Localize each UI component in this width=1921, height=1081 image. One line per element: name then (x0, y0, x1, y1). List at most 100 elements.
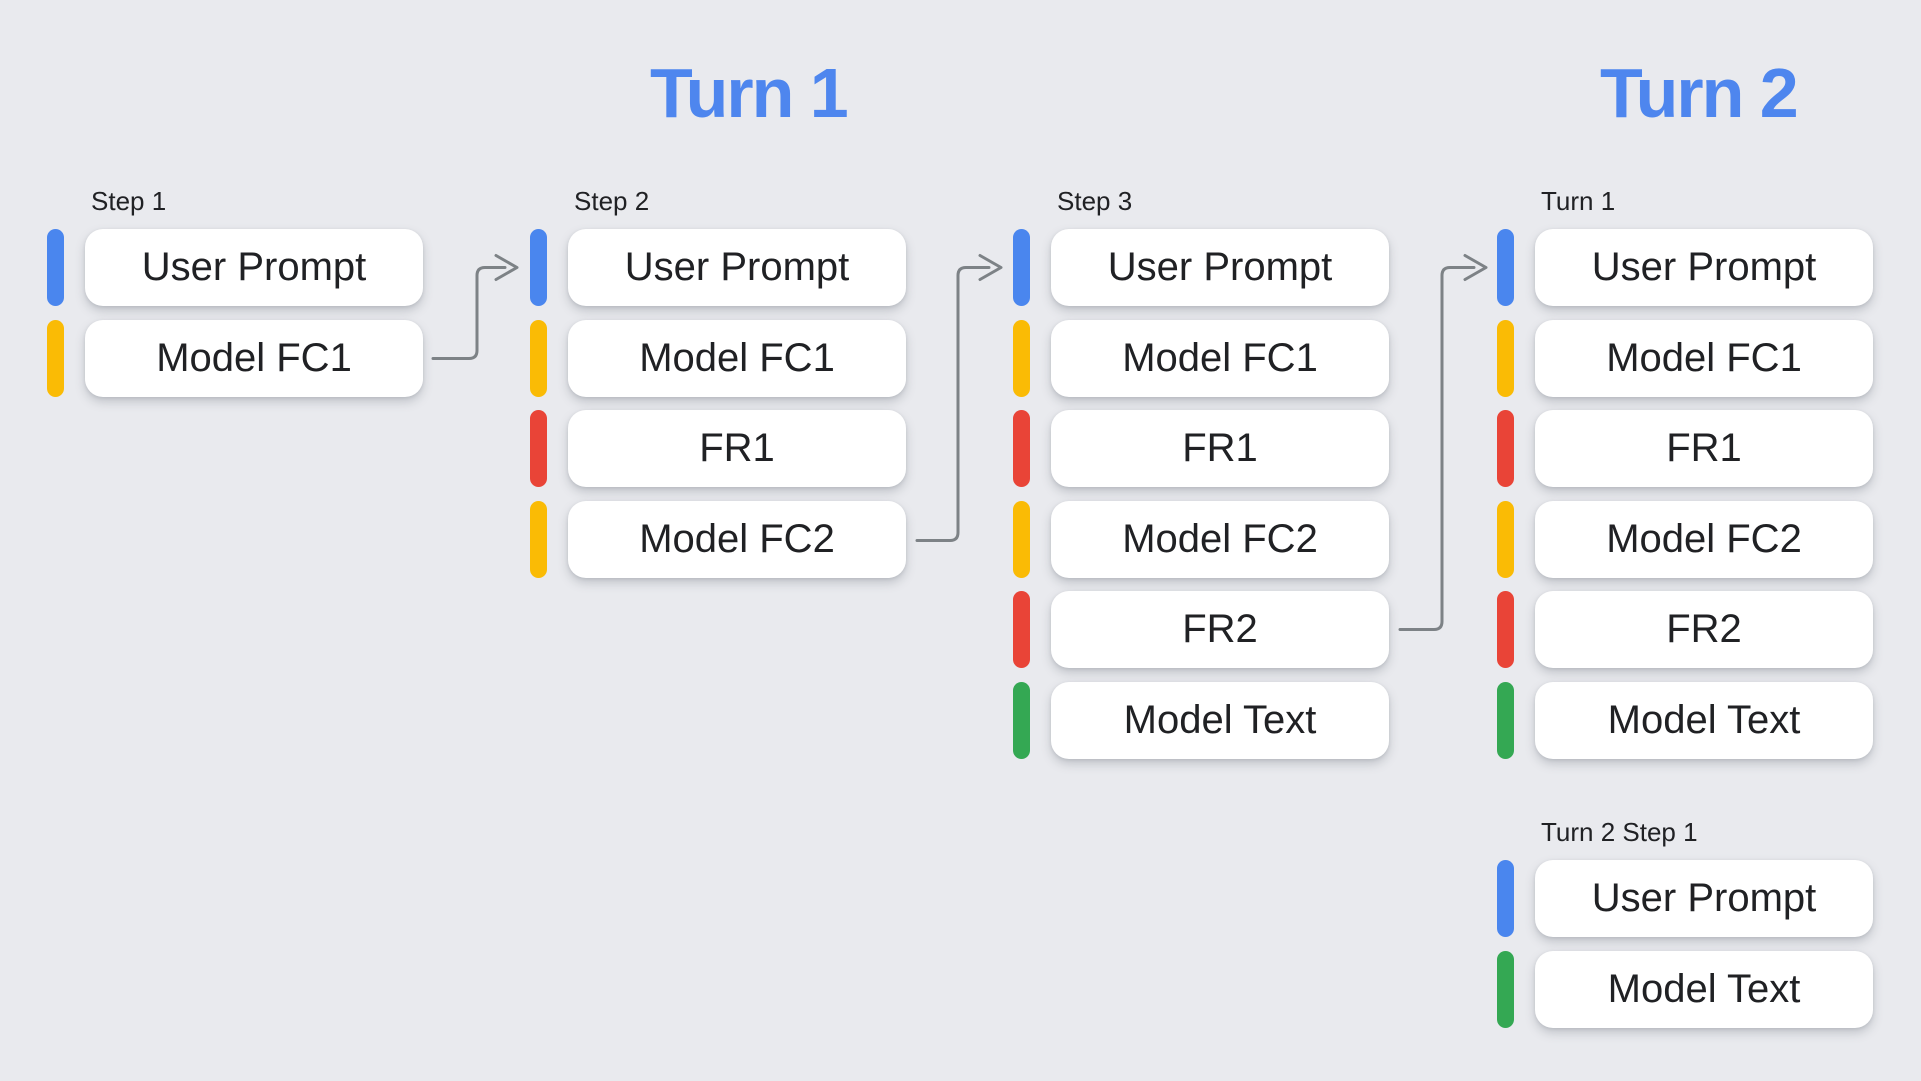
model-fc-color-bar (530, 319, 547, 397)
model-text-block: Model Text (1013, 681, 1389, 759)
model-text-label: Model Text (1123, 697, 1317, 742)
user-prompt-label: User Prompt (141, 245, 367, 289)
model-fc-color-bar (530, 500, 547, 578)
arrowhead-icon (494, 254, 519, 281)
model-fc2-label: Model FC2 (639, 516, 835, 561)
fr1-block: FR1 (530, 410, 906, 487)
model-text-box: Model Text (1051, 681, 1389, 759)
model-text-block: Model Text (1497, 950, 1873, 1028)
model-fc2-block: Model FC2 (530, 500, 906, 578)
step-1-group: Step 1 User Prompt Model FC1 (47, 186, 423, 397)
model-fc2-label: Model FC2 (1606, 516, 1802, 561)
arrow-step3-to-turn2 (1398, 254, 1488, 631)
turn2-step1-label: Turn 2 Step 1 (1541, 817, 1698, 847)
arrow-step1-to-step2 (431, 254, 519, 360)
fr1-box: FR1 (1535, 410, 1873, 487)
turn2-step1-group: Turn 2 Step 1 User Prompt Model Text (1497, 817, 1873, 1028)
function-response-color-bar (1497, 591, 1514, 668)
model-fc-color-bar (1013, 319, 1030, 397)
step-2-label: Step 2 (574, 186, 650, 216)
model-fc2-block: Model FC2 (1497, 500, 1873, 578)
turn2-history-turn1-label: Turn 1 (1541, 186, 1616, 216)
user-prompt-block: User Prompt (1497, 860, 1873, 937)
model-text-label: Model Text (1607, 966, 1801, 1011)
model-text-color-bar (1497, 681, 1514, 759)
model-fc-color-bar (1497, 500, 1514, 578)
arrow-line (1398, 266, 1476, 631)
fr2-label: FR2 (1666, 607, 1742, 651)
fr2-block: FR2 (1013, 591, 1389, 668)
model-fc1-label: Model FC1 (1122, 335, 1318, 380)
function-response-color-bar (1013, 410, 1030, 487)
arrowhead-icon (1463, 254, 1488, 281)
function-response-color-bar (1013, 591, 1030, 668)
fr2-label: FR2 (1182, 607, 1258, 651)
model-fc1-label: Model FC1 (1606, 335, 1802, 380)
user-prompt-block: User Prompt (47, 229, 423, 306)
user-prompt-box: User Prompt (85, 229, 423, 306)
user-prompt-color-bar (1013, 229, 1030, 306)
model-fc1-label: Model FC1 (156, 335, 352, 380)
model-fc1-block: Model FC1 (1013, 319, 1389, 397)
function-response-color-bar (1497, 410, 1514, 487)
step-2-group: Step 2 User Prompt Model FC1 FR1 (530, 186, 906, 578)
user-prompt-box: User Prompt (1051, 229, 1389, 306)
user-prompt-block: User Prompt (1013, 229, 1389, 306)
user-prompt-label: User Prompt (1591, 245, 1817, 289)
user-prompt-color-bar (47, 229, 64, 306)
fr1-block: FR1 (1013, 410, 1389, 487)
fr2-box: FR2 (1535, 591, 1873, 668)
model-fc-color-bar (47, 319, 64, 397)
function-response-color-bar (530, 410, 547, 487)
user-prompt-block: User Prompt (1497, 229, 1873, 306)
step-1-label: Step 1 (91, 186, 167, 216)
user-prompt-block: User Prompt (530, 229, 906, 306)
turn-1-title: Turn 1 (650, 54, 849, 132)
model-text-block: Model Text (1497, 681, 1873, 759)
user-prompt-box: User Prompt (568, 229, 906, 306)
arrow-line (915, 266, 991, 542)
model-text-color-bar (1497, 950, 1514, 1028)
user-prompt-label: User Prompt (1107, 245, 1333, 289)
fr1-box: FR1 (1051, 410, 1389, 487)
model-text-label: Model Text (1607, 697, 1801, 742)
model-fc2-box: Model FC2 (568, 500, 906, 578)
arrow-line (431, 266, 507, 360)
model-fc-color-bar (1497, 319, 1514, 397)
user-prompt-label: User Prompt (1591, 876, 1817, 920)
arrowhead-icon (978, 254, 1003, 281)
model-fc1-box: Model FC1 (1051, 319, 1389, 397)
model-fc1-box: Model FC1 (1535, 319, 1873, 397)
user-prompt-box: User Prompt (1535, 860, 1873, 937)
model-fc1-block: Model FC1 (47, 319, 423, 397)
model-fc2-box: Model FC2 (1535, 500, 1873, 578)
model-fc2-block: Model FC2 (1013, 500, 1389, 578)
model-fc1-block: Model FC1 (530, 319, 906, 397)
fr1-label: FR1 (1666, 426, 1742, 470)
user-prompt-box: User Prompt (1535, 229, 1873, 306)
user-prompt-color-bar (1497, 860, 1514, 937)
model-fc2-label: Model FC2 (1122, 516, 1318, 561)
model-text-box: Model Text (1535, 681, 1873, 759)
fr2-block: FR2 (1497, 591, 1873, 668)
model-fc-color-bar (1013, 500, 1030, 578)
turn2-history-turn1-group: Turn 1 User Prompt Model FC1 FR1 (1497, 186, 1873, 759)
arrow-step2-to-step3 (915, 254, 1003, 542)
turn-2-title: Turn 2 (1600, 54, 1799, 132)
model-fc1-label: Model FC1 (639, 335, 835, 380)
user-prompt-color-bar (530, 229, 547, 306)
fr1-label: FR1 (1182, 426, 1258, 470)
model-text-box: Model Text (1535, 950, 1873, 1028)
fr1-block: FR1 (1497, 410, 1873, 487)
fr1-label: FR1 (699, 426, 775, 470)
model-fc1-box: Model FC1 (85, 319, 423, 397)
user-prompt-color-bar (1497, 229, 1514, 306)
model-fc1-block: Model FC1 (1497, 319, 1873, 397)
step-3-group: Step 3 User Prompt Model FC1 FR1 (1013, 186, 1389, 759)
model-fc1-box: Model FC1 (568, 319, 906, 397)
model-text-color-bar (1013, 681, 1030, 759)
user-prompt-label: User Prompt (624, 245, 850, 289)
fr2-box: FR2 (1051, 591, 1389, 668)
model-fc2-box: Model FC2 (1051, 500, 1389, 578)
